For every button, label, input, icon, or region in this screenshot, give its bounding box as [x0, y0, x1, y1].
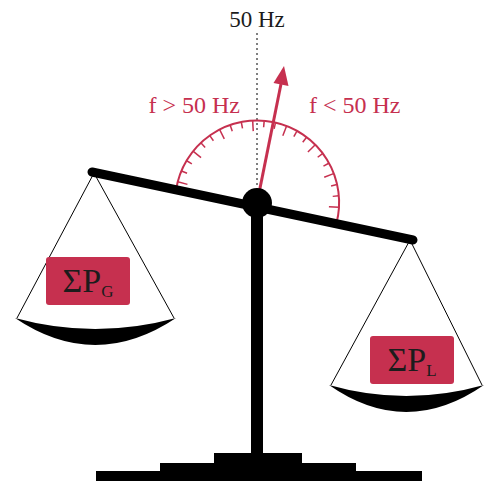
- gauge-tick: [210, 136, 213, 141]
- gauge-tick: [323, 163, 328, 166]
- gauge-tick: [178, 182, 188, 185]
- gauge-tick: [220, 130, 225, 139]
- scale-beam: [92, 172, 413, 240]
- scale-pillar: [251, 203, 263, 455]
- pivot: [242, 188, 272, 218]
- gauge-tick: [201, 143, 205, 147]
- scale-pan: [329, 385, 484, 412]
- pan-load-box: ΣPG: [46, 257, 130, 305]
- reference-line: [257, 33, 258, 190]
- gauge-tick: [318, 154, 323, 158]
- gauge-tick: [331, 185, 337, 186]
- gauge-tick: [187, 161, 192, 164]
- frequency-range: f < 50 Hz: [309, 92, 401, 118]
- scale-base: [96, 471, 422, 481]
- power-subscript: G: [101, 283, 113, 300]
- gauge-tick: [283, 126, 287, 135]
- gauge-tick: [333, 195, 339, 197]
- power-subscript: L: [426, 362, 436, 379]
- scale-base: [160, 463, 356, 472]
- gauge-tick: [263, 121, 265, 127]
- gauge-tick: [294, 131, 297, 136]
- gauge-tick: [308, 145, 315, 152]
- power-symbol: ΣP: [387, 343, 426, 377]
- needle-head: [274, 66, 289, 86]
- pan-load-box: ΣPL: [370, 336, 454, 384]
- gauge-arc: [176, 120, 339, 223]
- gauge-tick: [193, 151, 201, 157]
- gauge-tick: [324, 174, 333, 178]
- frequency-range: f > 50 Hz: [148, 92, 240, 118]
- scale-pan: [15, 318, 176, 345]
- frequency-reference: 50 Hz: [229, 7, 285, 32]
- gauge-tick: [182, 171, 188, 173]
- pan-string: [94, 173, 174, 318]
- gauge-tick: [230, 125, 232, 131]
- gauge-needle: [257, 84, 281, 203]
- power-symbol: ΣP: [63, 264, 102, 298]
- gauge-tick: [241, 123, 242, 129]
- gauge-tick: [252, 121, 254, 131]
- gauge-tick: [303, 138, 307, 143]
- gauge-tick: [329, 206, 339, 208]
